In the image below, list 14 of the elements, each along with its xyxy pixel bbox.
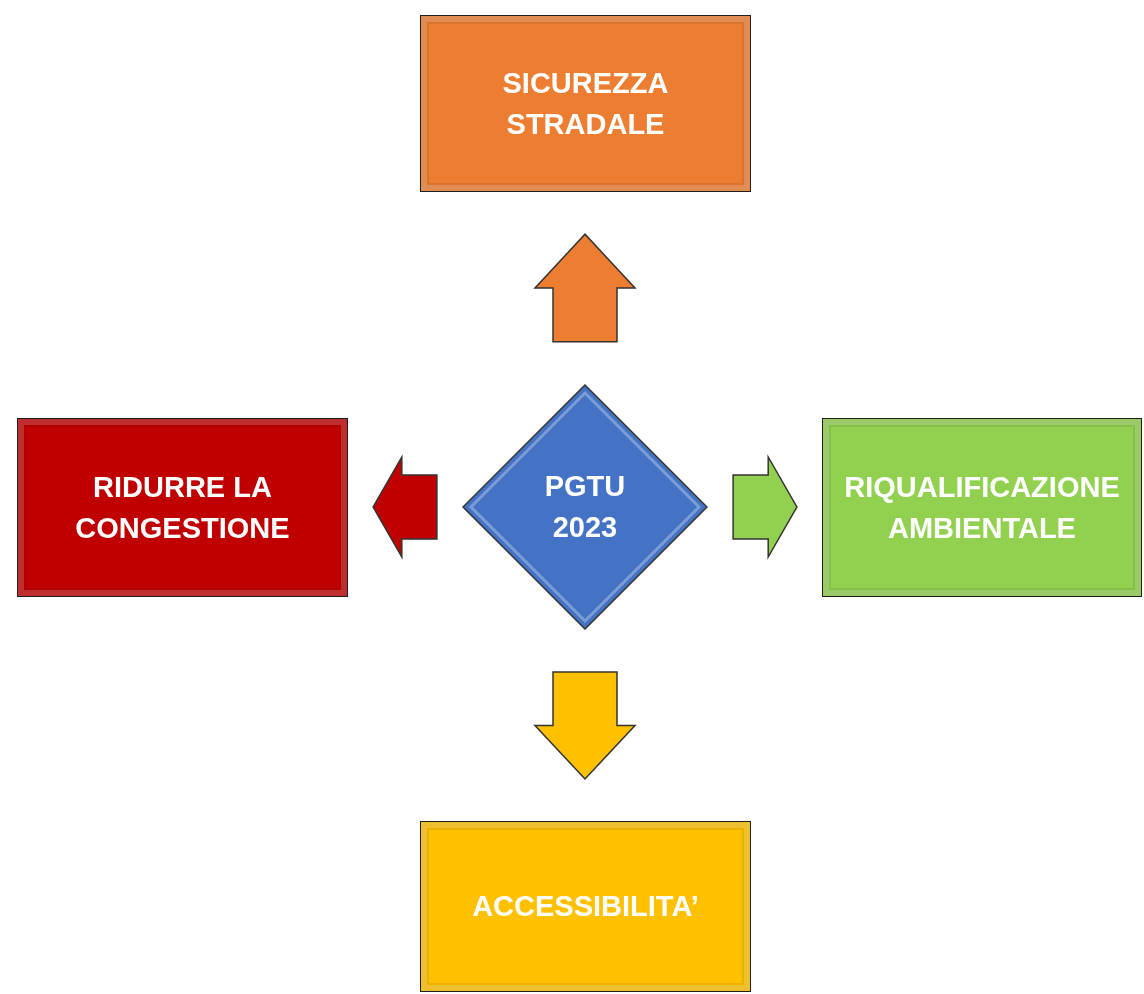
block-arrow (533, 671, 637, 781)
node-label: PGTU 2023 (543, 469, 627, 545)
block-arrow (533, 233, 637, 343)
node-label: RIQUALIFICAZIONE AMBIENTALE (843, 469, 1121, 546)
block-arrow (372, 454, 438, 560)
node-label: RIDURRE LA CONGESTIONE (74, 469, 291, 546)
node-label: ACCESSIBILITA’ (472, 889, 699, 925)
block-arrow (732, 454, 798, 560)
node-label: SICUREZZA STRADALE (501, 65, 670, 142)
goal-box (420, 821, 751, 992)
diamond-shape (462, 384, 708, 630)
goal-box (17, 418, 348, 597)
goal-box (420, 15, 751, 192)
goal-box (822, 418, 1142, 597)
